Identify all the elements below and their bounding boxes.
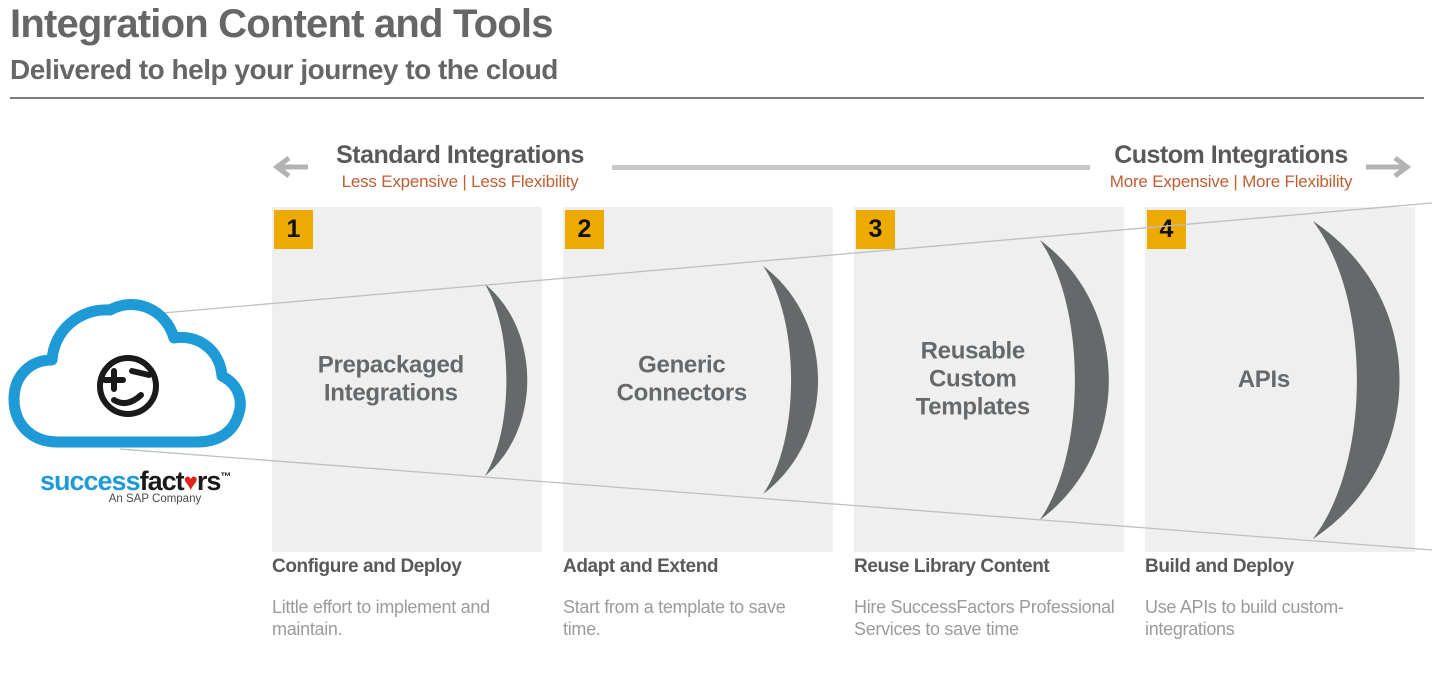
cloud-logo [6,296,248,477]
column-label: APIs [1237,365,1290,393]
custom-integrations-title: Custom Integrations [1114,141,1348,169]
plus-minus-smile-icon [97,355,159,417]
column-label: Generic Connectors [616,351,748,407]
standard-integrations-header: Standard Integrations Less Expensive | L… [285,141,635,192]
caption-heading: Build and Deploy [1145,556,1294,577]
column-box-generic-connectors: 2 Generic Connectors [563,207,833,552]
column-box-prepackaged-integrations: 1 Prepackaged Integrations [272,207,542,552]
step-number-badge: 2 [565,210,604,249]
caption-adapt-and-extend: Adapt and Extend Start from a template t… [563,556,825,640]
funnel-arc-icon [1312,220,1400,539]
caption-description: Start from a template to save time. [563,597,786,639]
funnel-arc-icon [1039,239,1109,520]
column-label: Reusable Custom Templates [915,337,1031,421]
caption-description: Use APIs to build custom-integrations [1145,597,1344,639]
caption-reuse-library-content: Reuse Library Content Hire SuccessFactor… [854,556,1116,640]
standard-integrations-subtitle: Less Expensive | Less Flexibility [341,172,579,191]
heart-icon: ♥ [183,469,198,496]
caption-description: Hire SuccessFactors Professional Service… [854,597,1115,639]
wordmark-fact: fact [139,466,185,496]
wordmark-rs: rs [196,466,222,496]
step-number-badge: 4 [1147,210,1186,249]
axis-connector-line [612,165,1090,170]
sap-company-tagline: An SAP Company [108,493,202,505]
funnel-arc-icon [763,265,819,494]
column-label: Prepackaged Integrations [317,351,464,407]
caption-description: Little effort to implement and maintain. [272,597,490,639]
column-box-reusable-custom-templates: 3 Reusable Custom Templates [854,207,1124,552]
custom-integrations-header: Custom Integrations More Expensive | Mor… [1056,141,1406,192]
caption-build-and-deploy: Build and Deploy Use APIs to build custo… [1145,556,1407,640]
funnel-arc-icon [484,283,528,476]
trademark-symbol: ™ [220,471,232,483]
caption-heading: Reuse Library Content [854,556,1050,577]
header-divider [10,97,1424,99]
standard-integrations-title: Standard Integrations [336,141,584,169]
cloud-icon [8,299,246,448]
custom-integrations-subtitle: More Expensive | More Flexibility [1109,172,1353,191]
page-title: Integration Content and Tools [10,2,553,46]
caption-heading: Adapt and Extend [563,556,719,577]
caption-heading: Configure and Deploy [272,556,462,577]
page-subtitle: Delivered to help your journey to the cl… [10,54,558,85]
step-number-badge: 3 [856,210,895,249]
left-arrow-icon [272,156,308,178]
column-box-apis: 4 APIs [1145,207,1415,552]
right-arrow-icon [1366,156,1412,178]
caption-configure-and-deploy: Configure and Deploy Little effort to im… [272,556,534,640]
wordmark-success: success [40,466,141,496]
step-number-badge: 1 [274,210,313,249]
